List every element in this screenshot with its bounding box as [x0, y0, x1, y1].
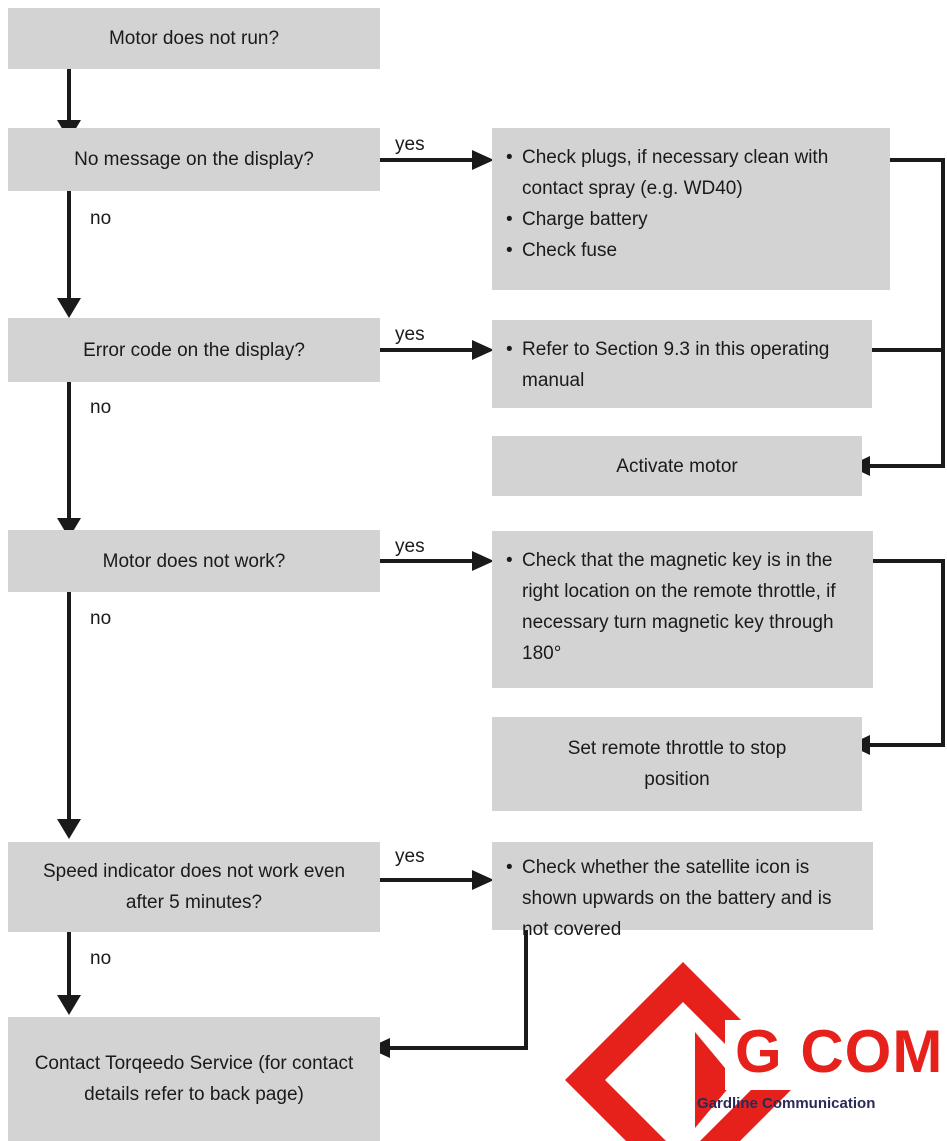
- set-throttle-box: Set remote throttle to stop position: [492, 717, 862, 811]
- activate-motor-box: Activate motor: [492, 436, 862, 496]
- action-item: Check whether the satellite icon is show…: [506, 852, 861, 945]
- question-speed-indicator-text: Speed indicator does not work even after…: [42, 861, 346, 913]
- start-box: Motor does not run?: [8, 8, 380, 69]
- no-label: no: [90, 208, 112, 229]
- no-label: no: [90, 948, 112, 969]
- action-box-magnetic-key: Check that the magnetic key is in the ri…: [492, 531, 873, 688]
- question-error-code-box: Error code on the display?: [8, 318, 380, 382]
- question-motor-not-work-text: Motor does not work?: [102, 550, 286, 572]
- set-throttle-text: Set remote throttle to stop position: [567, 738, 787, 790]
- activate-motor-text: Activate motor: [616, 455, 738, 477]
- action-box-satellite: Check whether the satellite icon is show…: [492, 842, 873, 940]
- gardline-diamond-icon: [565, 962, 947, 1141]
- yes-label: yes: [395, 324, 425, 345]
- no-label: no: [90, 397, 112, 418]
- contact-service-box: Contact Torqeedo Service (for contact de…: [8, 1017, 380, 1141]
- watermark-brand: G COM: [735, 1018, 944, 1085]
- action-list-magnetic-key: Check that the magnetic key is in the ri…: [506, 545, 861, 669]
- action-list-satellite: Check whether the satellite icon is show…: [506, 852, 861, 945]
- action-box-no-message: Check plugs, if necessary clean with con…: [492, 128, 890, 290]
- action-item: Refer to Section 9.3 in this operating m…: [506, 334, 860, 396]
- question-motor-not-work-box: Motor does not work?: [8, 530, 380, 592]
- action-item: Check that the magnetic key is in the ri…: [506, 545, 861, 669]
- action-list-no-message: Check plugs, if necessary clean with con…: [506, 142, 878, 266]
- question-speed-indicator-box: Speed indicator does not work even after…: [8, 842, 380, 932]
- action-list-error-code: Refer to Section 9.3 in this operating m…: [506, 334, 860, 396]
- action-box-error-code: Refer to Section 9.3 in this operating m…: [492, 320, 872, 408]
- start-text: Motor does not run?: [108, 28, 280, 49]
- yes-label: yes: [395, 536, 425, 557]
- watermark-company: Gardline Communication: [697, 1095, 876, 1112]
- question-error-code-text: Error code on the display?: [83, 339, 305, 361]
- action-item: Check plugs, if necessary clean with con…: [506, 142, 878, 204]
- contact-service-text: Contact Torqeedo Service (for contact de…: [34, 1053, 354, 1105]
- question-no-message-text: No message on the display?: [74, 149, 314, 170]
- action-item: Charge battery: [506, 204, 878, 235]
- question-no-message-box: No message on the display?: [8, 128, 380, 191]
- no-label: no: [90, 608, 112, 629]
- gardline-watermark-logo: G COM Gardline Communication: [565, 962, 947, 1141]
- action-item: Check fuse: [506, 235, 878, 266]
- yes-label: yes: [395, 846, 425, 867]
- yes-label: yes: [395, 134, 425, 155]
